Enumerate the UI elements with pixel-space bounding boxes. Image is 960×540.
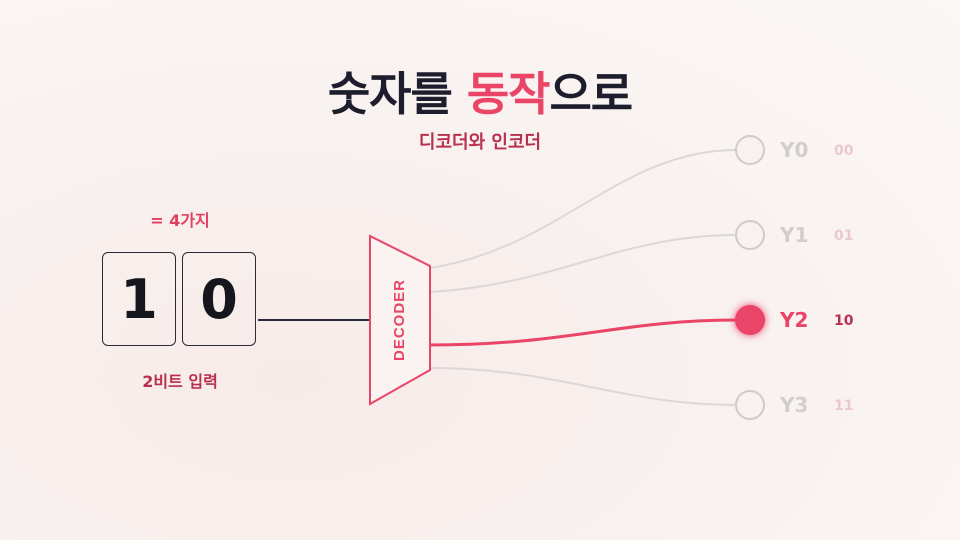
page-title: 숫자를 동작으로 — [0, 58, 960, 124]
output-code-y2: 10 — [834, 313, 854, 329]
output-code-y1: 01 — [834, 228, 854, 244]
title-part-1: 숫자를 — [327, 67, 467, 121]
output-wire-y3 — [429, 367, 737, 406]
output-wire-y1 — [429, 234, 737, 293]
title-accent: 동작 — [466, 67, 551, 121]
output-label-y0: Y0 — [780, 138, 809, 162]
output-node-y3 — [735, 390, 765, 420]
output-label-y2: Y2 — [780, 308, 809, 332]
output-node-y1 — [735, 220, 765, 250]
output-node-y0 — [735, 135, 765, 165]
page-subtitle: 디코더와 인코더 — [418, 132, 542, 153]
output-label-y3: Y3 — [780, 393, 809, 417]
output-label-y1: Y1 — [780, 223, 809, 247]
output-wire-y2 — [429, 318, 737, 347]
bit-box-1: 1 — [102, 252, 176, 346]
output-wire-y0 — [429, 149, 737, 269]
bit-box-0: 0 — [182, 252, 256, 346]
decoder-label: DECODER — [391, 279, 408, 361]
decoder-block — [369, 234, 431, 406]
title-part-2: 으로 — [549, 67, 633, 121]
output-code-y3: 11 — [834, 398, 854, 414]
combination-count-label: = 4가지 — [150, 211, 210, 230]
input-label: 2비트 입력 — [142, 372, 218, 391]
output-node-y2 — [735, 305, 765, 335]
output-code-y0: 00 — [834, 143, 854, 159]
